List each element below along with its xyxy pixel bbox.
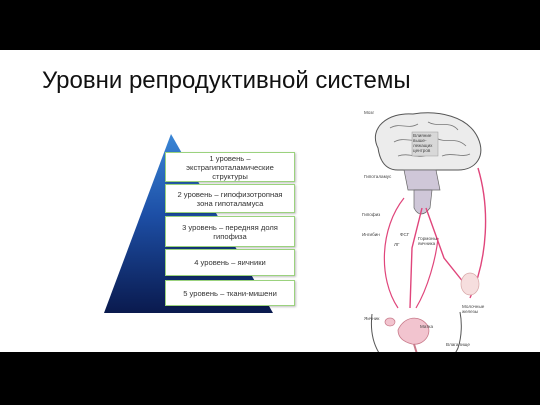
label-ovary-hormones: Гормоны яичника bbox=[418, 236, 437, 246]
pelvis-outline bbox=[370, 311, 462, 352]
label-ovary: Яичник bbox=[364, 316, 380, 321]
label-inhibin: Ингибин bbox=[362, 232, 380, 237]
label-hypothalamus: Гипоталамус bbox=[364, 174, 392, 179]
anatomy-illustration bbox=[370, 112, 487, 352]
label-uterus: Матка bbox=[420, 324, 434, 329]
pituitary-shape bbox=[413, 189, 433, 215]
label-mammary: Молочные железы bbox=[462, 304, 485, 314]
label-brain: Мозг bbox=[364, 110, 375, 115]
ovary-shape bbox=[384, 317, 396, 327]
label-lh: ЛГ bbox=[394, 242, 400, 247]
mammary-gland-shape bbox=[460, 272, 480, 296]
level-3-box: 3 уровень – передняя доля гипофиза bbox=[165, 216, 295, 247]
reproductive-axis-diagram: Мозг Влияние выше-лежащих центров Гипота… bbox=[358, 108, 492, 352]
label-fsh: ФСГ bbox=[400, 232, 410, 237]
level-2-box: 2 уровень – гипофизотропная зона гипотал… bbox=[165, 184, 295, 213]
level-1-box: 1 уровень – экстрагипоталамические струк… bbox=[165, 152, 295, 182]
level-4-box: 4 уровень – яичники bbox=[165, 249, 295, 276]
label-influences: Влияние выше-лежащих центров bbox=[413, 133, 433, 153]
slide-title: Уровни репродуктивной системы bbox=[42, 67, 411, 94]
influences-box bbox=[411, 131, 439, 157]
uterus-shape bbox=[397, 317, 430, 345]
slide: Уровни репродуктивной системы 1 уровень … bbox=[0, 50, 540, 352]
hypothalamus-shape bbox=[403, 169, 441, 191]
label-vagina: Влагалище bbox=[446, 342, 470, 347]
level-5-box: 5 уровень – ткани-мишени bbox=[165, 280, 295, 306]
vagina-shape bbox=[413, 343, 418, 352]
label-pituitary: Гипофиз bbox=[362, 212, 381, 217]
